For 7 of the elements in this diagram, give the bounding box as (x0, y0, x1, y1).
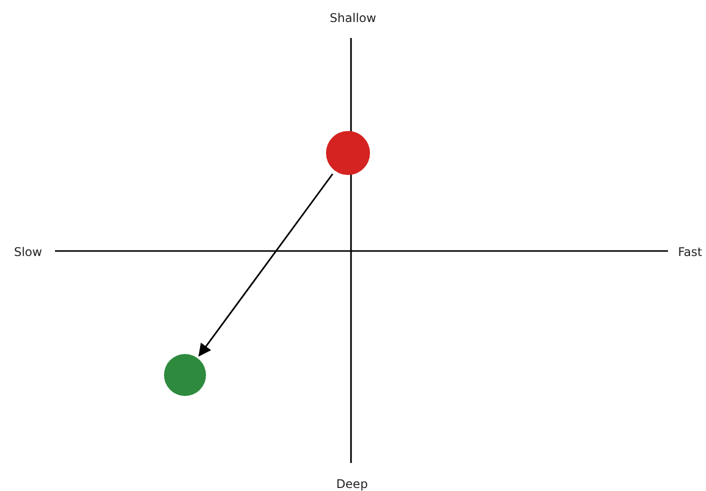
axis-label: Deep (336, 477, 368, 491)
axis-label: Fast (678, 245, 702, 259)
axis-label: Shallow (330, 11, 376, 25)
circle-marker (326, 131, 370, 175)
arrow (198, 173, 334, 357)
circle-marker (164, 354, 206, 396)
axis-label: Slow (14, 245, 42, 259)
